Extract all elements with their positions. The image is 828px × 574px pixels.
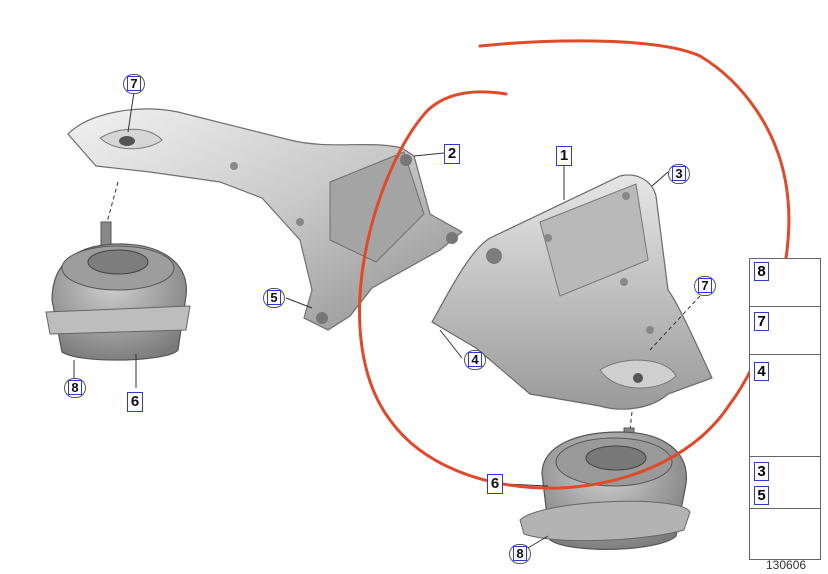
leader-line (439, 329, 463, 359)
engine-support-bracket-right (431, 166, 713, 410)
callout-7-right: 7 (694, 276, 716, 296)
legend-label-8: 8 (754, 262, 769, 281)
document-id: 130606 (766, 558, 807, 572)
legend-divider (749, 306, 820, 307)
legend-label-4: 4 (754, 362, 769, 381)
engine-mount-right (503, 411, 691, 550)
callout-3: 3 (668, 164, 690, 184)
callout-1: 1 (556, 146, 572, 166)
callout-2: 2 (444, 144, 460, 164)
callout-6-right: 6 (487, 474, 503, 494)
legend-label-7: 7 (754, 312, 769, 331)
engine-mount-left (45, 181, 191, 388)
legend-frame (749, 258, 821, 560)
red-markup-circle (358, 39, 791, 490)
callout-8-bottom: 8 (509, 544, 531, 564)
callout-5: 5 (263, 288, 285, 308)
legend-divider (749, 508, 820, 509)
callout-7-top-left: 7 (123, 74, 145, 94)
legend-divider (749, 456, 820, 457)
leader-line (413, 152, 445, 157)
callout-8-left: 8 (64, 378, 86, 398)
callout-4: 4 (464, 350, 486, 370)
leader-line (127, 91, 135, 133)
legend-divider (749, 354, 820, 355)
callout-6-left: 6 (127, 392, 143, 412)
legend-label-3: 3 (754, 462, 769, 481)
legend-label-5: 5 (754, 486, 769, 505)
leader-line (285, 297, 313, 309)
